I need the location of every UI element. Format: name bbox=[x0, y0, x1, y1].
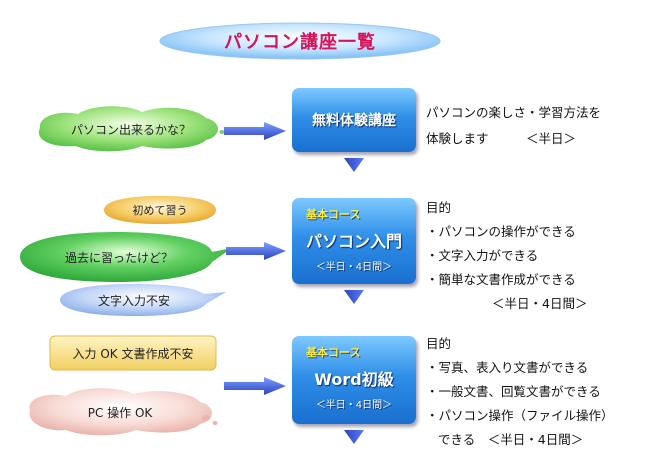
page-title: パソコン講座一覧 bbox=[224, 32, 376, 53]
arrow-down-3 bbox=[344, 430, 364, 444]
bubble-q2 bbox=[104, 196, 216, 224]
description-word-basic-item-2: ・一般文書、回覧文書ができる bbox=[426, 384, 601, 399]
arrow-right-3 bbox=[224, 377, 286, 395]
description-pc-intro: 目的 ・パソコンの操作ができる ・文字入力ができる ・簡単な文書作成ができる ＜… bbox=[426, 196, 587, 316]
arrow-down-2 bbox=[344, 290, 364, 304]
description-pc-intro-item-2: ・文字入力ができる bbox=[426, 248, 539, 263]
bubble-q6-text: PC 操作 OK bbox=[87, 405, 153, 420]
course-word-basic: 基本コース Word初級 ＜半日・4日間＞ bbox=[292, 336, 416, 424]
bubble-q5-text: 入力 OK 文書作成不安 bbox=[72, 346, 194, 361]
bubble-q4 bbox=[60, 284, 226, 316]
description-word-basic-item-1: ・写真、表入り文書ができる bbox=[426, 360, 589, 375]
bubble-q3 bbox=[20, 232, 232, 282]
description-pc-intro-item-3: ・簡単な文書作成ができる bbox=[426, 272, 576, 287]
description-word-basic-last: できる ＜半日・4日間＞ bbox=[438, 432, 584, 447]
description-pc-intro-item-1: ・パソコンの操作ができる bbox=[426, 224, 576, 239]
course-word-basic-kind: 基本コース bbox=[306, 346, 361, 359]
description-free-trial-line2: 体験します ＜半日＞ bbox=[426, 131, 577, 146]
bubble-q2-text: 初めて習う bbox=[132, 204, 188, 217]
description-word-basic-heading: 目的 bbox=[426, 336, 452, 351]
description-free-trial-line1: パソコンの楽しさ・学習方法を bbox=[426, 105, 602, 120]
course-pc-intro-name: パソコン入門 bbox=[305, 232, 402, 251]
bubble-q1-text: パソコン出来るかな？ bbox=[70, 122, 191, 137]
course-free-trial-name: 無料体験講座 bbox=[312, 113, 396, 129]
course-pc-intro: 基本コース パソコン入門 ＜半日・4日間＞ bbox=[292, 198, 416, 284]
bubble-q4-text: 文字入力不安 bbox=[97, 293, 170, 308]
bubble-q5 bbox=[49, 335, 217, 371]
course-word-basic-name: Word初級 bbox=[314, 370, 394, 389]
description-pc-intro-duration: ＜半日・4日間＞ bbox=[492, 296, 588, 311]
bubble-q6 bbox=[29, 388, 218, 436]
description-free-trial: パソコンの楽しさ・学習方法を 体験します ＜半日＞ bbox=[426, 100, 601, 152]
course-pc-intro-kind: 基本コース bbox=[306, 208, 361, 221]
title-ellipse bbox=[159, 22, 441, 60]
arrow-right-1 bbox=[224, 122, 286, 140]
course-word-basic-duration: ＜半日・4日間＞ bbox=[315, 400, 393, 411]
course-pc-intro-duration: ＜半日・4日間＞ bbox=[315, 262, 393, 273]
description-word-basic: 目的 ・写真、表入り文書ができる ・一般文書、回覧文書ができる ・パソコン操作（… bbox=[426, 332, 614, 452]
arrow-right-2 bbox=[226, 242, 286, 260]
bubble-q3-text: 過去に習ったけど？ bbox=[64, 250, 173, 265]
description-pc-intro-heading: 目的 bbox=[426, 200, 452, 215]
description-word-basic-item-3: ・パソコン操作（ファイル操作） bbox=[426, 408, 614, 423]
arrow-down-1 bbox=[344, 158, 364, 172]
course-free-trial: 無料体験講座 bbox=[292, 88, 416, 152]
bubble-q1 bbox=[38, 106, 225, 152]
